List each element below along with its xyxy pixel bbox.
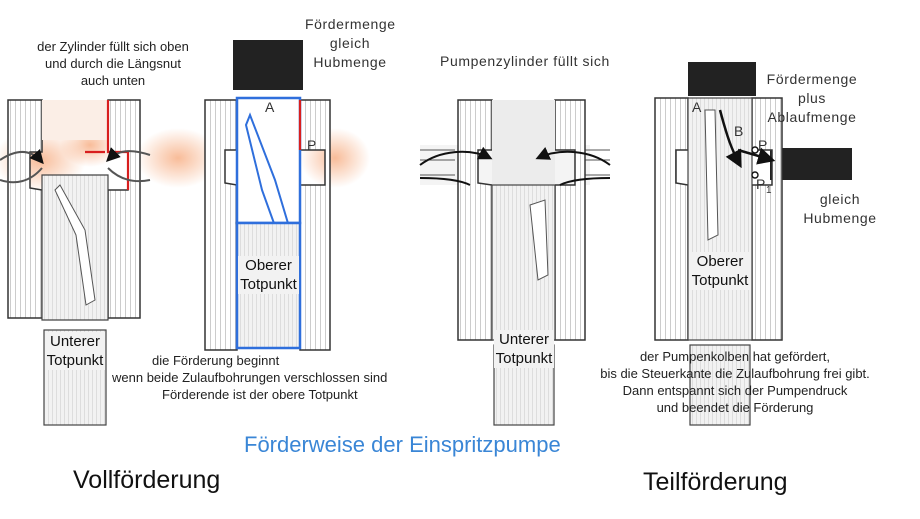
label-lower-dead-center: Unterer Totpunkt xyxy=(45,332,105,370)
caption-line: bis die Steuerkante die Zulaufbohrung fr… xyxy=(600,366,870,381)
caption-equal-stroke: gleich Hubmenge xyxy=(800,190,880,228)
label-a: A xyxy=(265,99,275,115)
caption-line: Fördermenge xyxy=(766,71,858,87)
caption-line: Dann entspannt sich der Pumpendruck xyxy=(622,383,848,398)
caption-line: Hubmenge xyxy=(803,210,877,226)
caption-line: und beendet die Förderung xyxy=(656,400,814,415)
caption-line: auch unten xyxy=(80,73,146,88)
caption-partial-end: der Pumpenkolben hat gefördert, bis die … xyxy=(575,348,895,416)
label-line: Oberer xyxy=(245,257,292,274)
caption-delivery-start: die Förderung beginnt wenn beide Zulaufb… xyxy=(112,352,462,403)
label-line: Unterer xyxy=(49,333,101,350)
caption-line: Fördermenge xyxy=(305,16,396,32)
label-p1: P1 xyxy=(756,175,772,200)
caption-delivery-plus: Fördermenge plus Ablaufmenge xyxy=(762,70,862,127)
caption-line: Hubmenge xyxy=(313,54,387,70)
caption-line: der Pumpenkolben hat gefördert, xyxy=(639,349,831,364)
label-line: Unterer xyxy=(498,331,550,348)
caption-line: Förderende ist der obere Totpunkt xyxy=(162,387,358,402)
figure-1 xyxy=(0,99,220,426)
figure-4 xyxy=(654,62,852,426)
page-title: Förderweise der Einspritzpumpe xyxy=(244,432,561,457)
label-line: Totpunkt xyxy=(495,350,553,367)
label-p: P xyxy=(307,137,317,153)
caption-line: wenn beide Zulaufbohrungen verschlossen … xyxy=(112,370,388,385)
figure-3 xyxy=(419,99,611,426)
caption-pump-fill: Pumpenzylinder füllt sich xyxy=(440,53,610,69)
label-p1-letter: P xyxy=(756,176,766,192)
caption-line: der Zylinder füllt sich oben xyxy=(37,39,189,54)
label-upper-dead-center: Oberer Totpunkt xyxy=(238,256,299,294)
label-lower-dead-center: Unterer Totpunkt xyxy=(494,330,554,368)
label-b: B xyxy=(734,123,744,139)
heading-full-delivery: Vollförderung xyxy=(73,466,221,494)
caption-line: Ablaufmenge xyxy=(767,109,857,125)
caption-line: die Förderung beginnt xyxy=(152,353,280,368)
caption-fill-top: der Zylinder füllt sich oben und durch d… xyxy=(8,38,218,89)
label-p1-subscript: 1 xyxy=(765,184,773,196)
label-a: A xyxy=(692,99,702,115)
label-line: Totpunkt xyxy=(691,272,749,289)
caption-delivery-amount: Fördermenge gleich Hubmenge xyxy=(305,15,395,72)
label-line: Totpunkt xyxy=(46,352,104,369)
caption-line: gleich xyxy=(329,35,371,51)
label-p: P xyxy=(758,137,768,153)
label-line: Totpunkt xyxy=(240,276,297,293)
caption-line: und durch die Längsnut xyxy=(45,56,181,71)
caption-line: plus xyxy=(797,90,827,106)
caption-line: gleich xyxy=(819,191,861,207)
label-line: Oberer xyxy=(696,253,744,270)
label-upper-dead-center: Oberer Totpunkt xyxy=(689,252,751,290)
heading-partial-delivery: Teilförderung xyxy=(643,468,788,496)
figure-2 xyxy=(204,40,370,351)
